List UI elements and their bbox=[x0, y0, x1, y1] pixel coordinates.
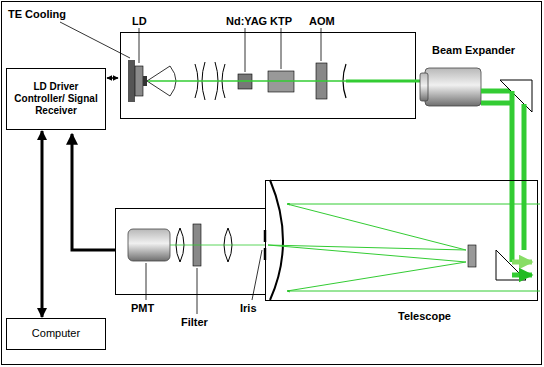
box-text: LD Driver Controller/ Signal Receiver bbox=[11, 81, 101, 117]
part-label: LD bbox=[132, 15, 147, 27]
part-label: KTP bbox=[270, 15, 292, 27]
part-label: Iris bbox=[240, 302, 257, 314]
part-label: PMT bbox=[131, 302, 154, 314]
part-label: TE Cooling bbox=[8, 8, 66, 20]
data-link bbox=[41, 131, 44, 317]
part-label: Nd:YAG bbox=[226, 15, 267, 27]
part-label: Beam Expander bbox=[432, 44, 515, 56]
part-label: AOM bbox=[309, 15, 335, 27]
part-label: Telescope bbox=[398, 310, 451, 322]
part-label: Filter bbox=[181, 316, 208, 328]
box-text: Computer bbox=[32, 327, 80, 340]
computer-box: Computer bbox=[6, 318, 106, 350]
controller-box: LD Driver Controller/ Signal Receiver bbox=[6, 68, 106, 130]
